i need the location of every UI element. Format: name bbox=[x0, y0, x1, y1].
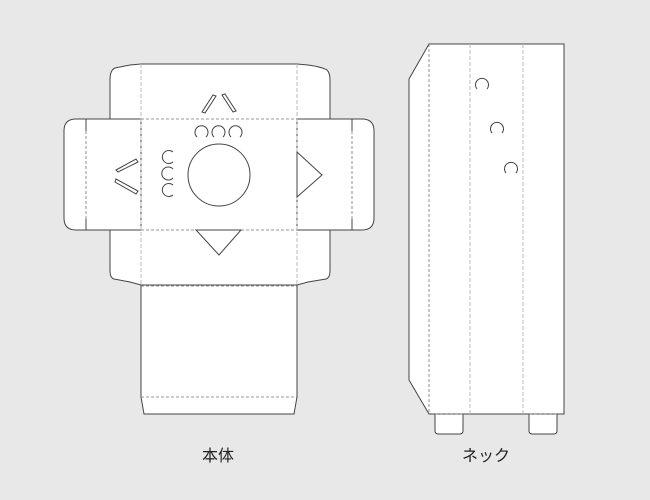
neck-net bbox=[408, 43, 565, 435]
slit-cutout bbox=[221, 93, 237, 113]
slit-cutout bbox=[115, 158, 139, 173]
right-triangle-cutout bbox=[296, 150, 323, 199]
hook-cutouts-left bbox=[161, 150, 174, 197]
hook-cutouts-top bbox=[194, 125, 243, 138]
body-right-wing bbox=[296, 118, 375, 231]
slit-cutout bbox=[114, 178, 139, 195]
body-top-panel bbox=[109, 63, 331, 286]
hook-cutouts-neck bbox=[475, 77, 518, 174]
body-label: 本体 bbox=[201, 446, 234, 465]
down-triangle-cutout bbox=[194, 229, 243, 256]
body-left-wing bbox=[63, 118, 142, 231]
body-net bbox=[63, 63, 375, 415]
slit-cutout bbox=[201, 94, 217, 114]
circle-cutout bbox=[187, 143, 251, 207]
body-bottom-panel bbox=[140, 284, 298, 415]
neck-panel bbox=[408, 43, 565, 415]
neck-label: ネック bbox=[461, 446, 510, 465]
